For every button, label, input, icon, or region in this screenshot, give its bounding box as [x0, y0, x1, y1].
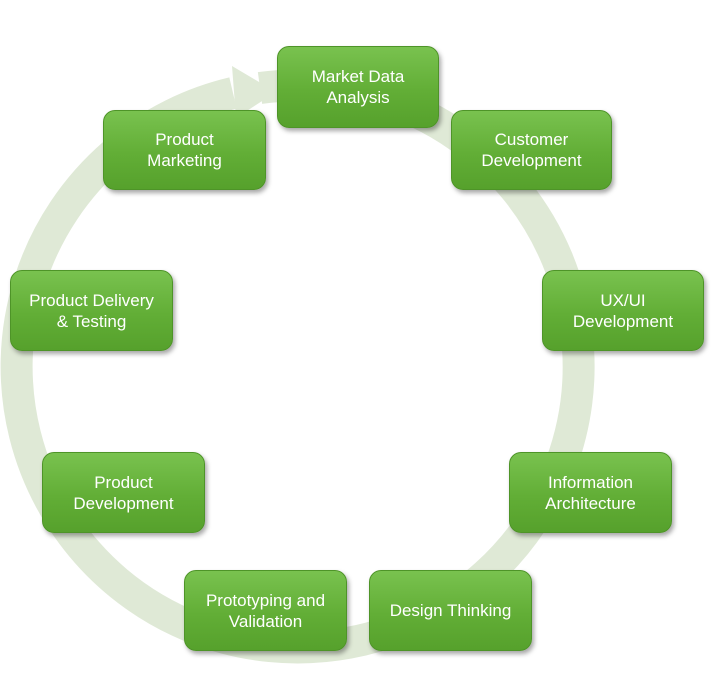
- node-product-delivery-testing: Product Delivery & Testing: [10, 270, 173, 351]
- node-market-data-analysis: Market Data Analysis: [277, 46, 439, 128]
- node-design-thinking: Design Thinking: [369, 570, 532, 651]
- cycle-arrowhead-icon: [232, 66, 276, 118]
- node-prototyping-and-validation: Prototyping and Validation: [184, 570, 347, 651]
- node-product-marketing: Product Marketing: [103, 110, 266, 190]
- node-information-architecture: Information Architecture: [509, 452, 672, 533]
- node-customer-development: Customer Development: [451, 110, 612, 190]
- node-product-development: Product Development: [42, 452, 205, 533]
- node-ux-ui-development: UX/UI Development: [542, 270, 704, 351]
